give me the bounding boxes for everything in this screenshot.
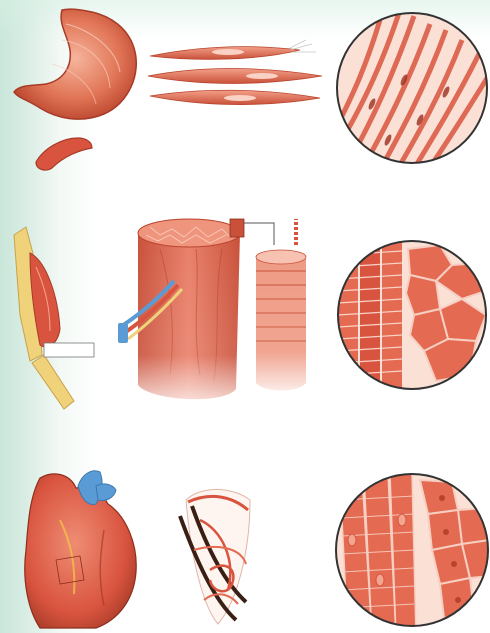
spindle-cells-icon [148,40,322,105]
skeletal-muscle-micrograph-icon [338,241,486,391]
muscle-fiber-bundle-icon [118,219,306,408]
row-skeletal-muscle [0,205,490,420]
row-cardiac-muscle [0,460,490,633]
stomach-icon [14,9,136,170]
heart-icon [25,471,136,628]
smooth-muscle-micrograph-icon [336,10,490,172]
cardiac-muscle-micrograph-icon [336,474,490,633]
heart-fiber-spiral-icon [180,490,250,625]
arm-muscle-icon [14,227,94,409]
row-smooth-muscle [0,0,490,200]
